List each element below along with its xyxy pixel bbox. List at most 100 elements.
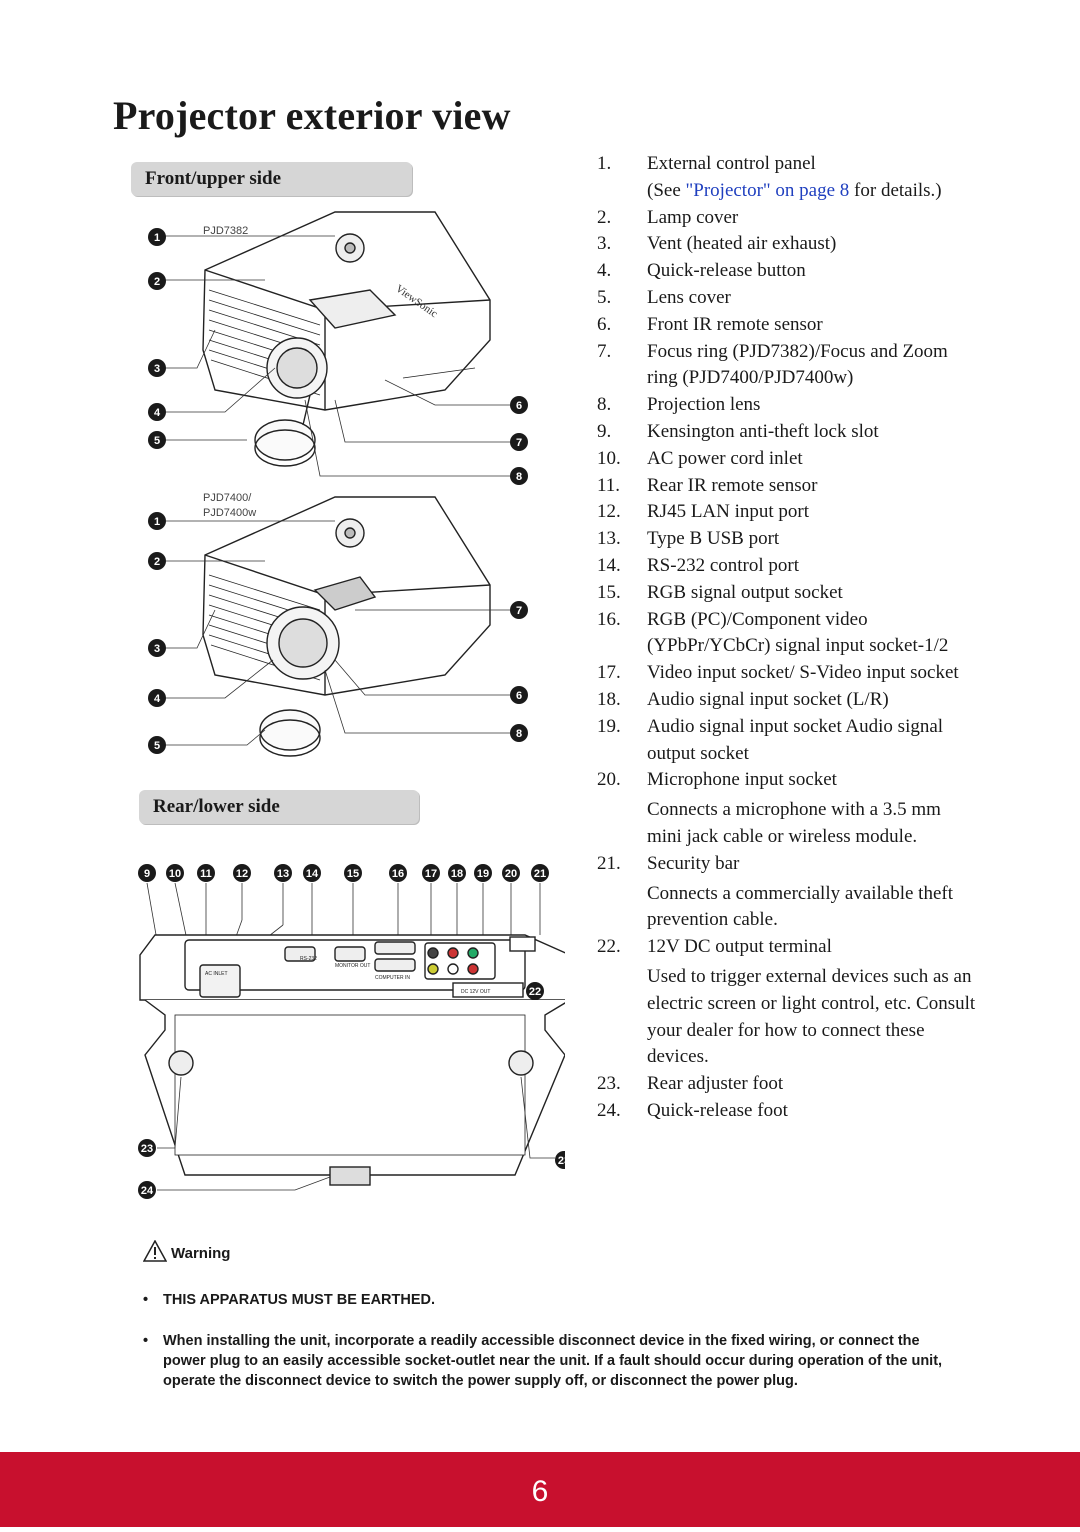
svg-text:16: 16 [392,868,404,880]
parts-list-item: 11.Rear IR remote sensor [597,473,977,500]
port-label-rs232: RS-232 [300,956,317,962]
item-text: 12V DC output terminal [647,936,832,958]
callout-11: 11 [197,864,215,882]
svg-text:13: 13 [277,868,289,880]
item-text: RJ45 LAN input port [647,501,810,523]
callout-1-front-b: 1 [148,512,166,530]
svg-text:22: 22 [529,986,541,998]
model-label-pjd7400-line2: PJD7400w [203,507,257,519]
parts-list-item: 24.Quick-release foot [597,1098,977,1125]
port-label-monitor-out: MONITOR OUT [335,963,370,969]
parts-list-item: 8. Projection lens [597,392,977,419]
item-number: 24. [597,1099,621,1121]
item-number: 7. [597,340,612,362]
item-number: 19. [597,715,621,737]
callout-9: 9 [138,864,156,882]
callout-3-front-b: 3 [148,639,166,657]
item-text: RS-232 control port [647,554,799,576]
projector-pjd7382-drawing [202,211,491,467]
projector-pjd7400-drawing [202,496,491,757]
callout-12: 12 [233,864,251,882]
front-view-figure: ViewSonic 1 [148,211,528,757]
parts-list-item: 10.AC power cord inlet [597,446,977,473]
svg-text:14: 14 [306,868,319,880]
callout-4-front: 4 [148,403,166,421]
svg-text:17: 17 [425,868,437,880]
svg-text:11: 11 [200,868,212,880]
warning-heading: Warning [143,1240,230,1262]
callout-6-front: 6 [510,396,528,414]
callout-23-right: 23 [555,1151,565,1169]
callout-6-front-b: 6 [510,686,528,704]
parts-list-item: 1. External control panel (See "Projector"… [597,151,977,205]
callout-2-front-b: 2 [148,552,166,570]
item-number: 5. [597,286,612,308]
warning-bullet: •THIS APPARATUS MUST BE EARTHED. [143,1292,436,1308]
callout-23-left: 23 [138,1139,156,1157]
callout-14: 14 [303,864,321,882]
port-label-dc-out: DC 12V OUT [461,989,490,995]
parts-list-item: 17.Video input socket/ S-Video input soc… [597,660,977,687]
callout-7-front: 7 [510,433,528,451]
callout-7-front-b: 7 [510,601,528,619]
item-text: Quick-release button [647,260,806,282]
item-note: Used to trigger external devices such as… [647,965,976,1068]
parts-list-item: 13.Type B USB port [597,526,977,553]
page-number: 6 [531,1475,549,1508]
callout-21: 21 [531,864,549,882]
parts-list-item: 4. Quick-release button [597,258,977,285]
item-see-prefix: (See [647,179,686,201]
item-text: Security bar [647,852,740,874]
item-text: Lens cover [647,286,731,308]
cross-reference-link[interactable]: "Projector" on page 8 [685,179,850,201]
item-number: 1. [597,153,612,174]
port-label-ac-inlet: AC INLET [205,971,228,977]
parts-list-item: 19. Audio signal input socket Audio signa… [597,714,977,768]
page-title: Projector exterior view [113,93,511,138]
item-text: Audio signal input socket Audio signal o… [647,715,944,764]
parts-list-item: 9.Kensington anti-theft lock slot [597,419,977,446]
svg-text:3: 3 [154,363,160,375]
item-see-suffix: for details.) [849,179,942,201]
svg-text:4: 4 [154,693,161,705]
item-number: 6. [597,313,612,335]
item-number: 14. [597,554,621,576]
item-text: Rear IR remote sensor [647,474,818,496]
model-label-pjd7382: PJD7382 [203,225,249,237]
svg-text:8: 8 [516,471,522,483]
callout-13: 13 [274,864,292,882]
callout-16: 16 [389,864,407,882]
item-number: 8. [597,394,612,416]
callout-24: 24 [138,1181,156,1199]
svg-text:12: 12 [236,868,248,880]
item-number: 9. [597,420,612,442]
parts-list-item: 3.Vent (heated air exhaust) [597,231,977,258]
item-text: Front IR remote sensor [647,313,823,335]
parts-list-item: 23.Rear adjuster foot [597,1071,977,1098]
item-text: External control panel [647,153,816,174]
svg-text:7: 7 [516,437,522,449]
svg-text:5: 5 [154,740,160,752]
callout-8-front: 8 [510,467,528,485]
warning-label: Warning [171,1245,231,1262]
svg-text:15: 15 [347,868,359,880]
callout-5-front: 5 [148,431,166,449]
projector-rear-drawing [139,934,565,1186]
svg-text:23: 23 [558,1155,565,1167]
callout-5-front-b: 5 [148,736,166,754]
item-number: 4. [597,260,612,282]
model-label-pjd7400-line1: PJD7400/ [203,492,252,504]
parts-list: 1. External control panel (See "Projector"… [597,151,977,1125]
item-text: Rear adjuster foot [647,1073,784,1095]
svg-text:23: 23 [141,1143,153,1155]
item-number: 10. [597,447,621,469]
callout-4-front-b: 4 [148,689,166,707]
callout-22: 22 [526,982,544,1000]
rear-section-heading: Rear/lower side [139,790,419,824]
port-label-computer-in: COMPUTER IN [375,975,410,981]
item-number: 16. [597,608,621,630]
item-number: 17. [597,662,621,684]
item-text: Projection lens [647,394,761,416]
